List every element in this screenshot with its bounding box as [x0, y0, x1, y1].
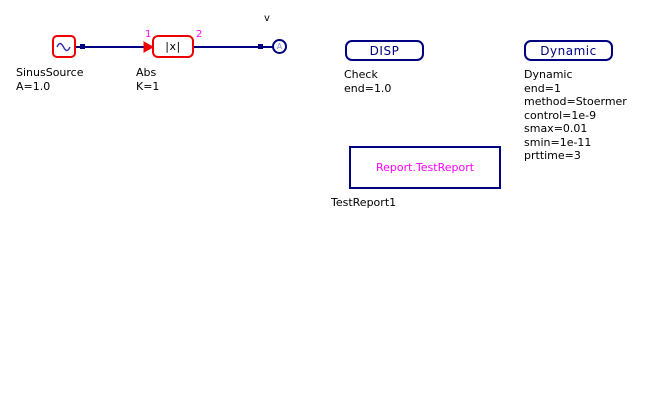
abs-parameter: K=1	[136, 79, 160, 93]
disp-box[interactable]: DISP	[345, 40, 424, 61]
abs-block[interactable]: |x|	[152, 35, 194, 58]
sensor-glyph: A	[276, 41, 283, 51]
report-caption: TestReport1	[331, 196, 397, 209]
sinus-source-block[interactable]	[52, 35, 76, 58]
sensor-label: v	[264, 13, 270, 24]
sinus-source-parameter: A=1.0	[16, 79, 51, 93]
disp-text: Check end=1.0	[344, 68, 392, 95]
abs-output-port-number: 2	[196, 29, 203, 40]
dynamic-text: Dynamic end=1 method=Stoermer control=1e…	[524, 68, 627, 162]
sine-wave-icon	[56, 42, 71, 52]
wire-source-to-abs	[76, 46, 148, 48]
abs-input-port-number: 1	[145, 29, 152, 40]
wire-abs-to-sensor	[194, 46, 273, 48]
arrow-head-abs-input	[143, 41, 155, 53]
report-box-label: Report.TestReport	[375, 161, 475, 174]
sinus-source-name: SinusSource	[16, 66, 84, 79]
abs-name: Abs	[136, 66, 157, 79]
disp-box-label: DISP	[369, 43, 400, 58]
abs-symbol: |x|	[165, 40, 181, 53]
dynamic-box[interactable]: Dynamic	[524, 40, 613, 61]
report-box[interactable]: Report.TestReport	[349, 146, 501, 189]
sensor-block[interactable]: A	[272, 39, 287, 54]
wire-node-sensor-in	[258, 44, 263, 49]
dynamic-box-label: Dynamic	[540, 43, 597, 58]
wire-node-source-out	[80, 44, 85, 49]
